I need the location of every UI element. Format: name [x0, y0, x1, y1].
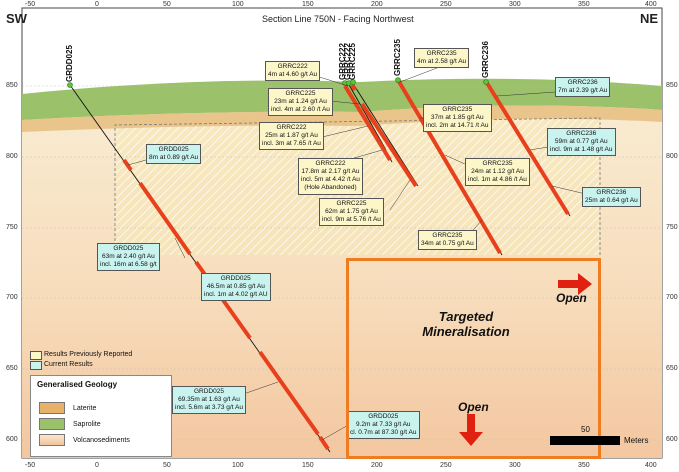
x-tick-top: 200: [371, 1, 383, 8]
x-tick-top: 100: [232, 1, 244, 8]
x-tick-bottom: 400: [645, 462, 657, 469]
volcanosediments-swatch: [39, 434, 65, 446]
geology-legend: Generalised Geology Laterite Saprolite V…: [30, 375, 172, 457]
geology-legend-item: Saprolite: [39, 418, 101, 430]
collars: [67, 77, 489, 88]
saprolite-layer: [22, 78, 662, 120]
x-tick-top: 150: [302, 1, 314, 8]
geology-legend-title: Generalised Geology: [37, 380, 118, 389]
ne-label: NE: [640, 11, 659, 26]
trace-grrc222b: [347, 82, 387, 151]
scale-unit: Meters: [624, 436, 649, 445]
x-tick-top: 300: [509, 1, 521, 8]
open-label-right: Open: [556, 291, 587, 305]
x-tick-top: 400: [645, 1, 657, 8]
trace-grrc225: [351, 81, 419, 187]
curr-results-swatch: [30, 361, 42, 370]
prev-results-swatch: [30, 351, 42, 360]
hole-label-grdd025: GRDD025: [65, 45, 74, 82]
hole-label-grrc225: GRRC225: [348, 43, 357, 80]
y-tick-left: 650: [6, 365, 18, 372]
sw-label: SW: [6, 11, 27, 26]
x-tick-bottom: 100: [232, 462, 244, 469]
y-tick-right: 850: [666, 82, 678, 89]
targeted-mineralisation-box: [346, 258, 601, 459]
scale-bar: [550, 436, 620, 445]
laterite-layer: [22, 105, 662, 132]
x-tick-bottom: 200: [371, 462, 383, 469]
scale-value: 50: [581, 425, 590, 434]
section-title: Section Line 750N - Facing Northwest: [262, 14, 414, 24]
y-tick-right: 800: [666, 153, 678, 160]
hole-label-grrc235: GRRC235: [393, 39, 402, 76]
open-arrow-down: [459, 414, 483, 446]
x-tick-bottom: 300: [509, 462, 521, 469]
open-label-bottom: Open: [458, 400, 489, 414]
x-tick-bottom: -50: [25, 462, 36, 469]
x-tick-bottom: 50: [163, 462, 171, 469]
y-tick-left: 750: [6, 224, 18, 231]
x-tick-bottom: 0: [95, 462, 99, 469]
y-tick-right: 700: [666, 294, 678, 301]
x-tick-top: 0: [95, 1, 99, 8]
y-tick-left: 600: [6, 436, 18, 443]
y-tick-left: 850: [6, 82, 18, 89]
y-tick-left: 700: [6, 294, 18, 301]
x-tick-bottom: 350: [578, 462, 590, 469]
x-tick-bottom: 250: [440, 462, 452, 469]
x-tick-top: 350: [578, 1, 590, 8]
y-tick-right: 750: [666, 224, 678, 231]
geology-legend-item: Laterite: [39, 402, 96, 414]
saprolite-swatch: [39, 418, 65, 430]
geology-legend-item: Volcanosediments: [39, 434, 130, 446]
x-tick-top: -50: [25, 1, 36, 8]
prev-results-label: Results Previously Reported: [44, 351, 133, 358]
y-tick-left: 800: [6, 153, 18, 160]
y-tick-right: 600: [666, 436, 678, 443]
laterite-swatch: [39, 402, 65, 414]
open-arrow-right: [558, 273, 592, 295]
hole-label-grrc236: GRRC236: [481, 41, 490, 78]
x-tick-top: 50: [163, 1, 171, 8]
curr-results-label: Current Results: [44, 361, 93, 368]
x-tick-bottom: 150: [302, 462, 314, 469]
x-tick-top: 250: [440, 1, 452, 8]
y-tick-right: 650: [666, 365, 678, 372]
